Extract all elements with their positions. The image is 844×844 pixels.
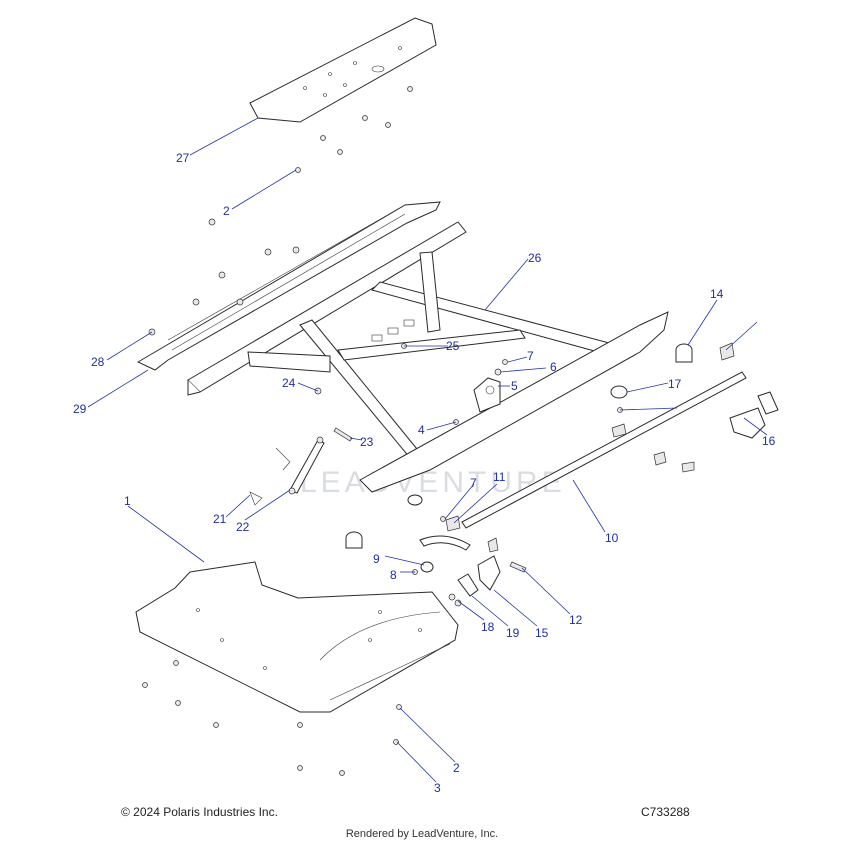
callout-9: 9 <box>373 552 380 566</box>
part-1-skid-plate <box>135 561 459 713</box>
callout-7-upper: 7 <box>527 349 534 363</box>
lower-mount <box>407 494 423 506</box>
callout-23: 25 <box>446 339 460 353</box>
rod-clamp-3 <box>681 461 695 473</box>
callout-16: 17 <box>668 377 682 391</box>
copyright-text: © 2024 Polaris Industries Inc. <box>121 805 278 819</box>
callout-22: 24 <box>282 376 296 390</box>
leader-lines <box>87 117 768 783</box>
callout-10: 10 <box>605 531 619 545</box>
callout-20: 22 <box>236 520 250 534</box>
part-9-bushing <box>345 531 363 549</box>
part-13-bushing <box>675 343 693 363</box>
part-25-top-plate <box>249 17 437 123</box>
clip-488 <box>487 537 499 553</box>
callout-3: 3 <box>434 781 441 795</box>
part-14-bracket <box>477 555 501 591</box>
part-8-bushing <box>420 561 434 573</box>
callout-2-upper: 2 <box>223 204 230 218</box>
part-7-nut <box>502 359 508 365</box>
part-21-bolt <box>333 427 353 442</box>
fasteners-25 <box>295 86 413 173</box>
callout-5: 5 <box>511 379 518 393</box>
callout-2-lower: 2 <box>453 761 460 775</box>
callout-19: 21 <box>213 512 227 526</box>
callout-8: 8 <box>390 568 397 582</box>
callout-26: 28 <box>91 355 105 369</box>
part-16-bushing <box>610 385 628 399</box>
part-12-bolt <box>509 561 527 573</box>
part-28-clamp <box>719 342 735 361</box>
part-5-mount <box>473 377 501 413</box>
callouts: 27 2 28 29 26 25 7 6 5 4 24 23 22 21 14 … <box>73 151 776 795</box>
callout-17: 18 <box>481 620 495 634</box>
part-11-clamp <box>445 515 461 532</box>
callout-24: 26 <box>528 251 542 265</box>
callout-12: 12 <box>569 613 583 627</box>
callout-27: 29 <box>73 402 87 416</box>
callout-1: 1 <box>124 494 131 508</box>
part-19-pin <box>249 491 263 506</box>
fasteners-27 <box>148 218 300 336</box>
part-7-nut-lower <box>440 516 446 522</box>
callout-6: 6 <box>550 360 557 374</box>
part-20-strut <box>288 436 325 495</box>
part-15-bracket <box>729 391 779 439</box>
callout-7-lower: 7 <box>470 476 477 490</box>
callout-18: 19 <box>506 626 520 640</box>
callout-25: 27 <box>176 151 190 165</box>
callout-21: 23 <box>360 435 374 449</box>
callout-15: 16 <box>762 434 776 448</box>
callout-11: 11 <box>493 470 506 484</box>
callout-13: 14 <box>710 287 724 301</box>
part-27-side-rail <box>136 201 441 371</box>
fasteners-1 <box>142 660 402 776</box>
rod-clamp-2 <box>653 451 667 466</box>
rendered-by-text: Rendered by LeadVenture, Inc. <box>345 828 499 840</box>
callout-4: 4 <box>418 423 425 437</box>
callout-14: 15 <box>535 626 549 640</box>
part-10-rod <box>419 371 747 551</box>
part-17-bolt <box>448 593 456 601</box>
part-18-bracket <box>457 573 479 597</box>
rod-clamp-1 <box>611 423 627 438</box>
part-24-frame <box>187 221 669 493</box>
diagram-id: C733288 <box>641 805 690 819</box>
